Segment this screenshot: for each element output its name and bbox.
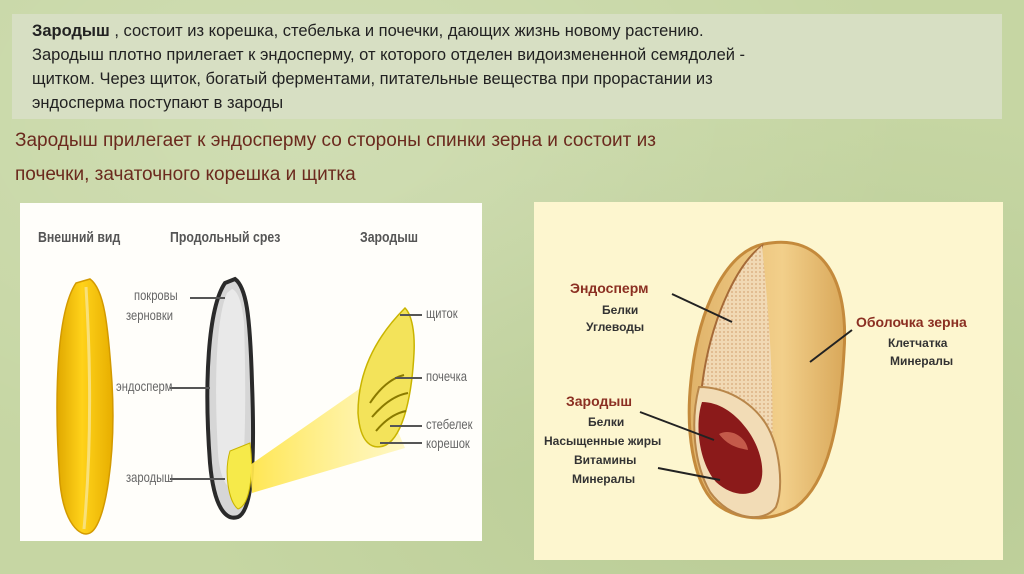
label-shield: щиток	[426, 305, 458, 321]
subtitle: Зародыш прилегает к эндосперму со сторон…	[15, 124, 895, 192]
subtitle-line-2: почечки, зачаточного корешка и щитка	[15, 158, 895, 192]
subtitle-line-1: Зародыш прилегает к эндосперму со сторон…	[15, 124, 895, 158]
description-line-1-rest: , состоит из корешка, стебелька и почечк…	[110, 22, 704, 40]
heading-embryo: Зародыш	[360, 229, 418, 246]
endosperm-item-carbohydrates: Углеводы	[586, 320, 644, 334]
label-embryo: зародыш	[126, 469, 173, 485]
label-grain-coat-2: зерновки	[126, 307, 173, 323]
embryo-item-minerals: Минералы	[572, 472, 635, 486]
shell-item-minerals: Минералы	[890, 354, 953, 368]
whole-grain-shape	[57, 279, 113, 534]
endosperm-title: Эндосперм	[570, 280, 648, 296]
grain-composition-figure: Эндосперм Белки Углеводы Зародыш Белки Н…	[534, 202, 1003, 560]
grain-composition-drawing	[534, 202, 1003, 560]
grain-structure-figure: Внешний вид Продольный срез Зародыш покр…	[20, 203, 482, 541]
embryo-item-saturated-fats: Насыщенные жиры	[544, 434, 661, 448]
shell-item-fiber: Клетчатка	[888, 336, 947, 350]
embryo-item-vitamins: Витамины	[574, 453, 636, 467]
heading-external-view: Внешний вид	[38, 229, 120, 246]
description-line-4: эндосперма поступают в зароды	[32, 91, 988, 115]
label-endosperm: эндосперм	[116, 378, 172, 394]
embryo-title: Зародыш	[566, 393, 632, 409]
label-root: корешок	[426, 435, 470, 451]
label-bud: почечка	[426, 368, 467, 384]
heading-longitudinal-section: Продольный срез	[170, 229, 280, 246]
embryo-bold-word: Зародыш	[32, 22, 110, 40]
description-line-3: щитком. Через щиток, богатый ферментами,…	[32, 67, 988, 91]
grain-structure-drawing	[20, 203, 482, 541]
embryo-item-proteins: Белки	[588, 415, 624, 429]
label-grain-coat-1: покровы	[134, 287, 178, 303]
endosperm-item-proteins: Белки	[602, 303, 638, 317]
description-line-2: Зародыш плотно прилегает к эндосперму, о…	[32, 43, 988, 67]
shell-title: Оболочка зерна	[856, 314, 967, 330]
description-text-block: Зародыш , состоит из корешка, стебелька …	[12, 14, 1002, 119]
label-stem: стебелек	[426, 416, 473, 432]
description-line-1: Зародыш , состоит из корешка, стебелька …	[32, 19, 988, 43]
